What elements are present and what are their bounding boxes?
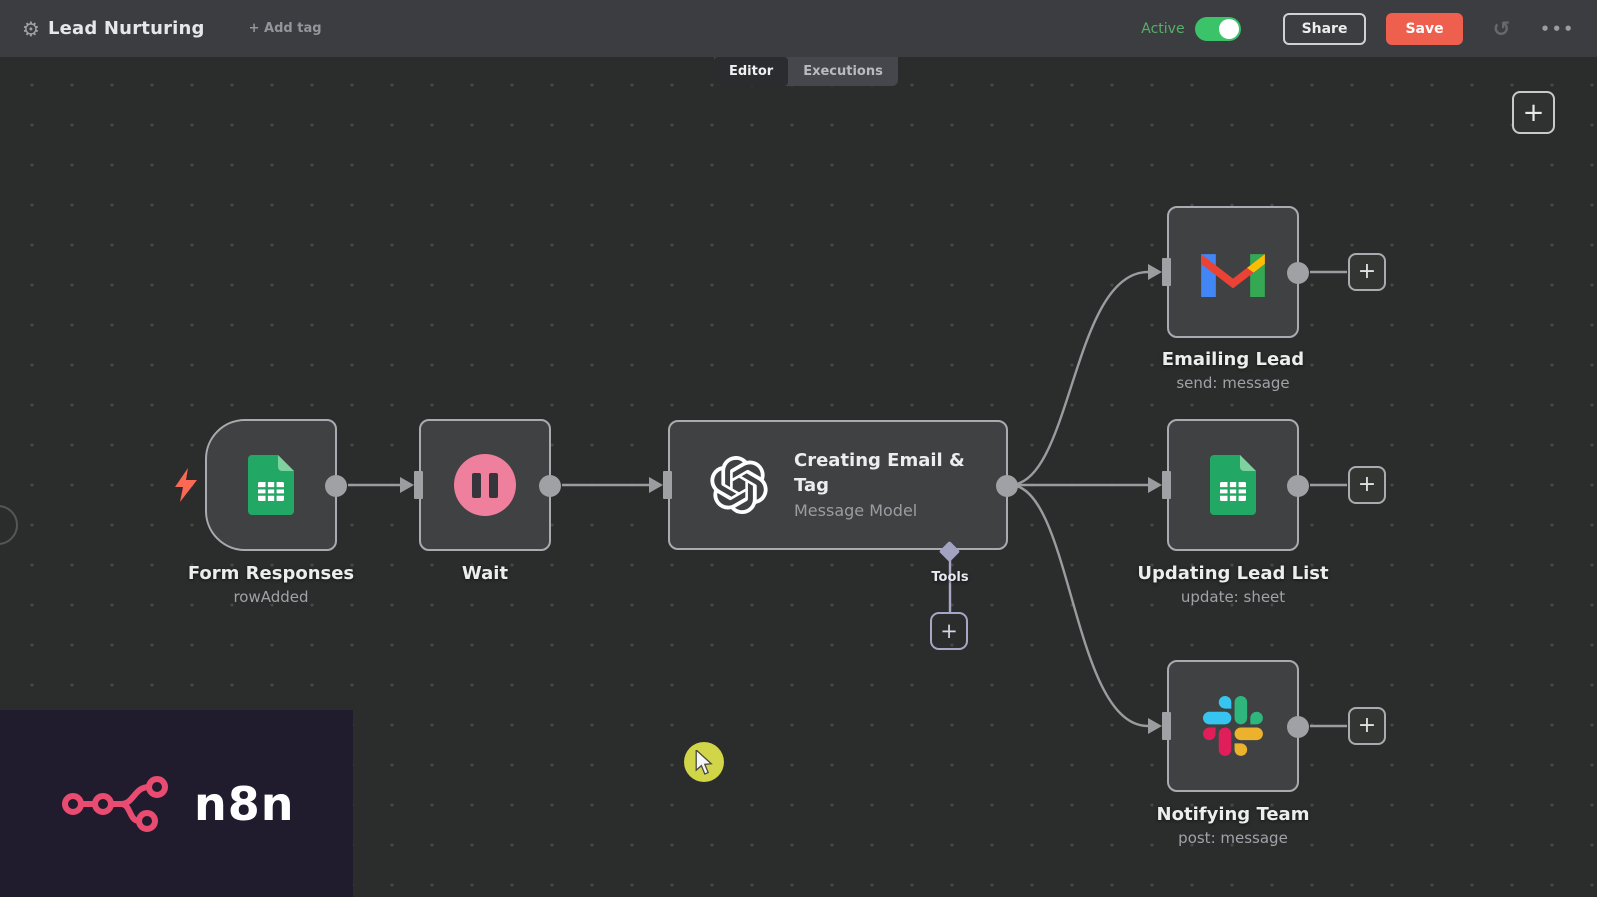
gmail-icon [1201,253,1265,297]
input-port[interactable] [1162,258,1171,286]
toggle-knob [1218,18,1239,39]
n8n-logo: n8n [62,775,295,833]
node-subtitle: update: sheet [1180,588,1286,606]
tab-executions[interactable]: Executions [803,64,883,79]
input-port[interactable] [1162,471,1171,499]
node-label-wait: Wait [345,562,625,586]
node-subtitle: Message Model [794,500,918,520]
pause-icon [454,454,516,516]
node-title: Creating Email & Tag [794,449,965,496]
trigger-bolt-icon [175,468,197,502]
workflow-title[interactable]: Lead Nurturing [47,18,205,39]
active-status-label: Active [1141,20,1185,37]
more-menu-icon[interactable]: ••• [1540,19,1575,38]
n8n-watermark-panel: n8n [0,710,353,897]
node-creating-email-tag[interactable]: Creating Email & Tag Message Model [663,420,1018,550]
node-title: Form Responses [187,563,355,584]
input-port[interactable] [1162,712,1171,740]
node-updating-lead-list[interactable] [1162,419,1309,551]
add-node-after-gmail-button[interactable]: + [1348,253,1386,291]
add-tool-button[interactable]: + [930,612,968,650]
node-title: Updating Lead List [1137,563,1329,584]
node-form-responses[interactable] [205,419,347,551]
workflow-info: ⚙ Lead Nurturing + Add tag [22,18,322,39]
add-tag-button[interactable]: + Add tag [248,21,322,36]
history-icon[interactable]: ↺ [1492,16,1511,41]
share-button[interactable]: Share [1282,12,1367,45]
node-subtitle: rowAdded [233,588,309,606]
active-toggle[interactable] [1194,16,1241,41]
mouse-cursor-icon [695,750,713,775]
node-label-slack: Notifying Team post: message [1093,803,1373,850]
node-title: Wait [461,563,509,584]
tab-editor[interactable]: Editor [714,57,789,86]
cursor-highlight [684,742,724,782]
output-port[interactable] [1287,475,1309,497]
n8n-logo-text: n8n [194,776,295,831]
output-port[interactable] [1287,716,1309,738]
google-sheets-icon [1210,455,1256,515]
input-port[interactable] [663,471,672,499]
node-wait[interactable] [414,419,561,551]
input-port[interactable] [414,471,423,499]
node-label-sheets: Updating Lead List update: sheet [1093,562,1373,609]
google-sheets-icon [248,455,294,515]
openai-icon [710,456,768,514]
tools-label: Tools [931,570,969,585]
add-node-after-sheets-button[interactable]: + [1348,466,1386,504]
add-node-button[interactable]: + [1512,91,1555,134]
output-port[interactable] [539,475,561,497]
node-emailing-lead[interactable] [1162,206,1309,338]
node-notifying-team[interactable] [1162,660,1309,792]
top-bar: ⚙ Lead Nurturing + Add tag Active Share … [0,0,1597,57]
add-node-after-slack-button[interactable]: + [1348,707,1386,745]
slack-icon [1203,696,1263,756]
node-inline-text: Creating Email & Tag Message Model [794,448,972,523]
node-title: Notifying Team [1156,804,1310,825]
node-subtitle: send: message [1176,374,1290,392]
view-tabs: Editor Executions [714,57,898,86]
save-button[interactable]: Save [1386,12,1463,45]
node-subtitle: post: message [1178,829,1288,847]
gear-icon[interactable]: ⚙ [22,16,40,41]
output-port[interactable] [1287,262,1309,284]
node-label-form: Form Responses rowAdded [131,562,411,609]
node-label-gmail: Emailing Lead send: message [1093,348,1373,395]
output-port[interactable] [325,475,347,497]
output-port[interactable] [996,475,1018,497]
top-bar-actions: Active Share Save ↺ ••• [1141,12,1575,45]
node-title: Emailing Lead [1161,349,1305,370]
n8n-logo-icon [62,775,168,832]
